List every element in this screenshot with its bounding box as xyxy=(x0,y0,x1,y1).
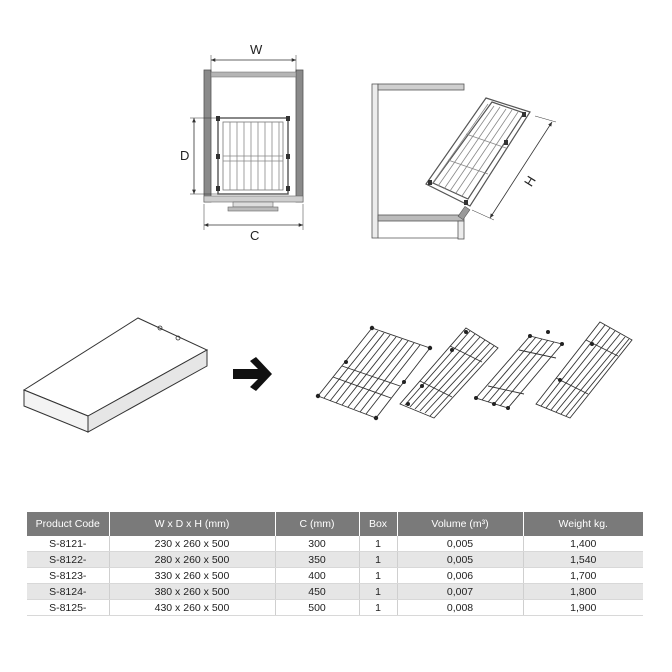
cell-cabinet: 400 xyxy=(275,567,360,584)
cell-box: 1 xyxy=(359,551,398,568)
column-header-product-code: Product Code xyxy=(27,512,110,536)
cell-box: 1 xyxy=(359,567,398,584)
table-row: S-8122- 280 x 260 x 500 350 1 0,005 1,54… xyxy=(27,551,643,568)
cell-volume: 0,007 xyxy=(397,583,524,600)
cabinet-dimension-label: C xyxy=(250,228,259,243)
cell-cabinet: 450 xyxy=(275,583,360,600)
cell-cabinet: 500 xyxy=(275,599,360,616)
cell-box: 1 xyxy=(359,599,398,616)
cell-volume: 0,006 xyxy=(397,567,524,584)
flat-pack-board xyxy=(22,317,209,433)
cell-dimensions: 330 x 260 x 500 xyxy=(109,567,276,584)
cell-product-code: S-8125- xyxy=(27,599,110,616)
technical-drawing: W D C xyxy=(22,42,633,433)
cell-product-code: S-8122- xyxy=(27,551,110,568)
cell-dimensions: 280 x 260 x 500 xyxy=(109,551,276,568)
cell-product-code: S-8123- xyxy=(27,567,110,584)
width-dimension-label: W xyxy=(250,42,263,57)
front-view-diagram: W D C xyxy=(180,42,304,243)
cell-weight: 1,700 xyxy=(523,567,643,584)
side-view-diagram: H xyxy=(371,83,557,240)
cell-weight: 1,900 xyxy=(523,599,643,616)
table-row: S-8124- 380 x 260 x 500 450 1 0,007 1,80… xyxy=(27,583,643,600)
cell-weight: 1,800 xyxy=(523,583,643,600)
cell-weight: 1,540 xyxy=(523,551,643,568)
column-header-weight: Weight kg. xyxy=(523,512,643,536)
cell-product-code: S-8124- xyxy=(27,583,110,600)
depth-dimension-label: D xyxy=(180,148,189,163)
cell-volume: 0,005 xyxy=(397,551,524,568)
cell-dimensions: 430 x 260 x 500 xyxy=(109,599,276,616)
cell-product-code: S-8121- xyxy=(27,536,110,552)
basket-parts-diagram xyxy=(315,321,633,421)
column-header-cabinet: C (mm) xyxy=(275,512,360,536)
cell-dimensions: 380 x 260 x 500 xyxy=(109,583,276,600)
table-row: S-8123- 330 x 260 x 500 400 1 0,006 1,70… xyxy=(27,567,643,584)
height-dimension-label: H xyxy=(521,173,539,189)
product-spec-table: Product Code W x D x H (mm) C (mm) Box V… xyxy=(27,512,643,616)
cell-dimensions: 230 x 260 x 500 xyxy=(109,536,276,552)
cell-cabinet: 350 xyxy=(275,551,360,568)
cell-volume: 0,008 xyxy=(397,599,524,616)
cell-weight: 1,400 xyxy=(523,536,643,552)
right-arrow-icon xyxy=(233,357,272,391)
cell-box: 1 xyxy=(359,583,398,600)
table-row: S-8121- 230 x 260 x 500 300 1 0,005 1,40… xyxy=(27,536,643,552)
column-header-dimensions: W x D x H (mm) xyxy=(109,512,276,536)
cell-cabinet: 300 xyxy=(275,536,360,552)
table-header-row: Product Code W x D x H (mm) C (mm) Box V… xyxy=(27,512,643,536)
cell-volume: 0,005 xyxy=(397,536,524,552)
column-header-volume: Volume (m³) xyxy=(397,512,524,536)
table-row: S-8125- 430 x 260 x 500 500 1 0,008 1,90… xyxy=(27,599,643,616)
cell-box: 1 xyxy=(359,536,398,552)
column-header-box: Box xyxy=(359,512,398,536)
